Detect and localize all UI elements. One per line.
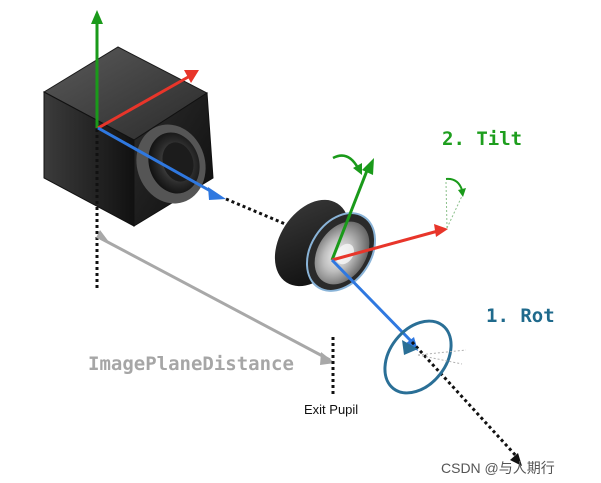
watermark: CSDN @与人期行 xyxy=(441,460,555,476)
lens xyxy=(274,199,377,292)
tilt-label: 2. Tilt xyxy=(442,128,523,150)
image-plane-distance-arrow xyxy=(96,230,335,365)
image-plane-distance-label: ImagePlaneDistance xyxy=(88,353,294,375)
exit-pupil-label: Exit Pupil xyxy=(304,402,359,417)
rot-label: 1. Rot xyxy=(486,305,555,327)
camera-body xyxy=(42,46,214,227)
tilt-indicator xyxy=(332,154,466,229)
optical-axis-line xyxy=(225,197,291,228)
camera-axes xyxy=(91,10,226,288)
rot-indicator xyxy=(383,319,467,395)
lens-axes xyxy=(330,158,522,466)
